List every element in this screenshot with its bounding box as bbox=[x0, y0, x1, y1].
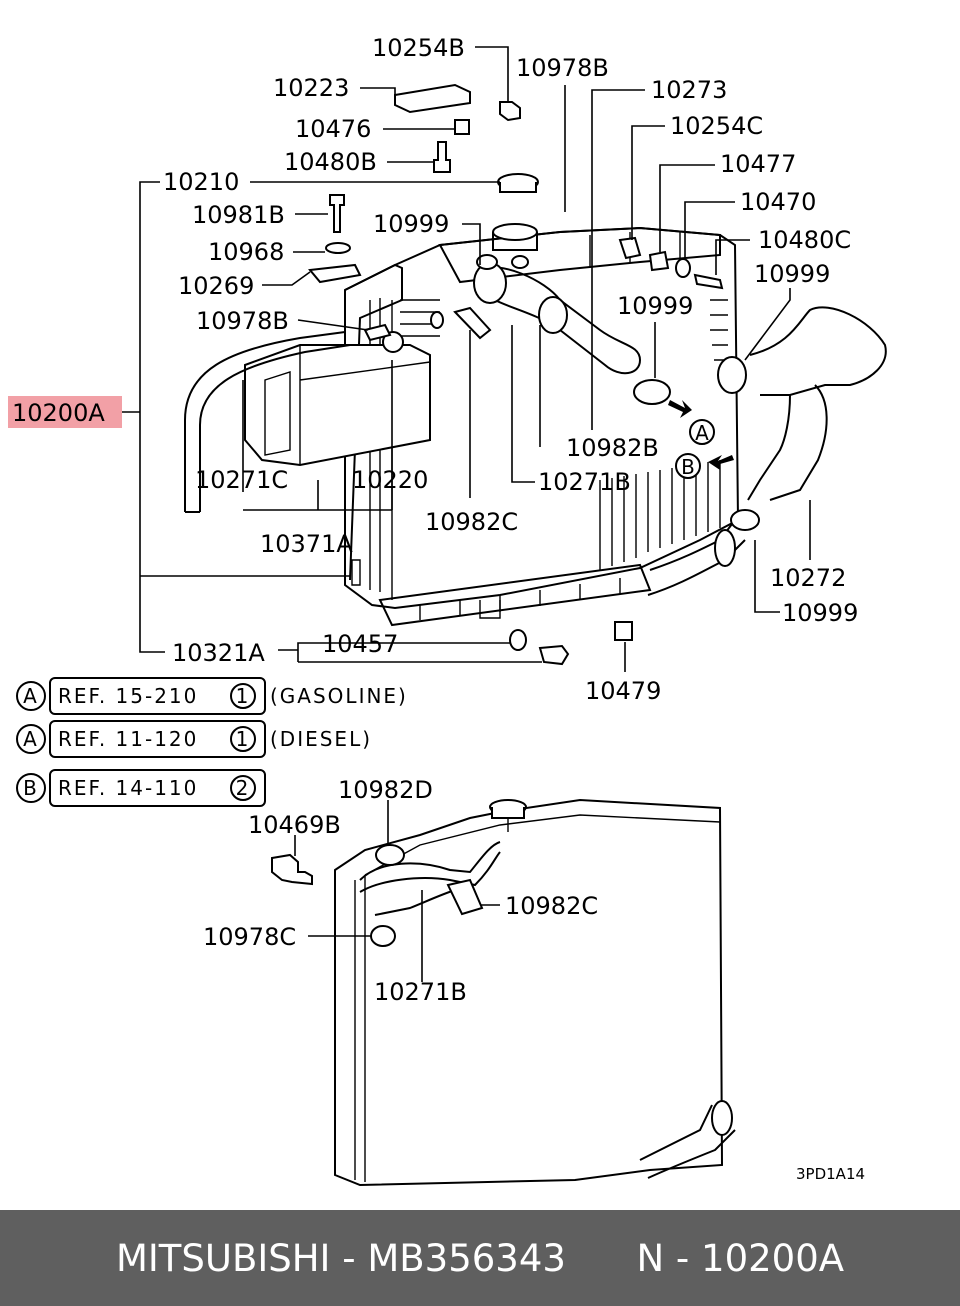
label-10271B: 10271B bbox=[538, 468, 631, 496]
label-10999-d: 10999 bbox=[782, 599, 858, 627]
lower-hose-right bbox=[647, 306, 887, 596]
leader-lines-lower bbox=[294, 800, 500, 982]
hardware bbox=[308, 83, 724, 666]
ref-row-1-note: (GASOLINE) bbox=[270, 684, 408, 708]
label-10269: 10269 bbox=[178, 272, 254, 300]
label-10273: 10273 bbox=[651, 76, 727, 104]
ref-row-1-text: REF. 15-210 bbox=[58, 684, 198, 708]
label-10978C: 10978C bbox=[203, 923, 296, 951]
leader-lines bbox=[122, 46, 811, 672]
label-10982B: 10982B bbox=[566, 434, 659, 462]
footer-ref-number: 10200A bbox=[701, 1236, 845, 1280]
parts-diagram: A B 10254B 10978B 1022 bbox=[8, 34, 887, 1187]
label-10981B: 10981B bbox=[192, 201, 285, 229]
label-10470: 10470 bbox=[740, 188, 816, 216]
highlight-10200A bbox=[8, 396, 122, 428]
label-10999-a: 10999 bbox=[373, 210, 449, 238]
label-10982D: 10982D bbox=[338, 776, 433, 804]
callout-b-text: B bbox=[681, 455, 695, 479]
overflow-hose bbox=[184, 331, 351, 512]
footer-brand: MITSUBISHI bbox=[115, 1236, 331, 1280]
footer-bar: MITSUBISHI - MB356343 N - 10200A bbox=[0, 1210, 960, 1306]
diagram-code: 3PD1A14 bbox=[796, 1165, 865, 1183]
footer-sep-1: - bbox=[330, 1236, 368, 1280]
label-10469B: 10469B bbox=[248, 811, 341, 839]
label-10982C: 10982C bbox=[425, 508, 518, 536]
label-10220: 10220 bbox=[352, 466, 428, 494]
ref-row-2-text: REF. 11-120 bbox=[58, 727, 198, 751]
ref-row-3-marker: B bbox=[23, 776, 39, 800]
footer-gap bbox=[566, 1237, 637, 1280]
ref-row-2-note: (DIESEL) bbox=[270, 727, 372, 751]
label-10968: 10968 bbox=[208, 238, 284, 266]
callout-b: B bbox=[675, 453, 701, 479]
label-10210: 10210 bbox=[163, 168, 239, 196]
label-10479: 10479 bbox=[585, 677, 661, 705]
ref-row-3-text: REF. 14-110 bbox=[58, 776, 198, 800]
ref-row-3-num: 2 bbox=[236, 776, 251, 800]
label-10200A: 10200A bbox=[12, 399, 105, 427]
ref-row-2: A REF. 11-120 1 (DIESEL) bbox=[16, 720, 372, 758]
upper-hose bbox=[473, 262, 642, 375]
label-10371A: 10371A bbox=[260, 530, 353, 558]
ref-row-1: A REF. 15-210 1 (GASOLINE) bbox=[16, 677, 408, 715]
clamps bbox=[476, 254, 760, 531]
footer-part-number: MB356343 bbox=[367, 1236, 566, 1280]
footer-sep-2: - bbox=[664, 1236, 702, 1280]
ref-row-1-marker: A bbox=[23, 684, 39, 708]
label-10480C: 10480C bbox=[758, 226, 851, 254]
label-10271C: 10271C bbox=[195, 466, 288, 494]
label-10480B: 10480B bbox=[284, 148, 377, 176]
label-10321A: 10321A bbox=[172, 639, 265, 667]
label-10271B-lower: 10271B bbox=[374, 978, 467, 1006]
flow-arrows bbox=[668, 400, 734, 470]
ref-row-2-num: 1 bbox=[236, 727, 251, 751]
label-10272: 10272 bbox=[770, 564, 846, 592]
label-10476: 10476 bbox=[295, 115, 371, 143]
label-10223: 10223 bbox=[273, 74, 349, 102]
reserve-tank bbox=[244, 331, 431, 467]
callout-a: A bbox=[689, 419, 715, 445]
callout-a-text: A bbox=[695, 421, 709, 445]
label-10978B-lower: 10978B bbox=[196, 307, 289, 335]
ref-row-2-marker: A bbox=[23, 727, 39, 751]
label-10477: 10477 bbox=[720, 150, 796, 178]
label-10982C-lower: 10982C bbox=[505, 892, 598, 920]
radiator-lower bbox=[271, 798, 736, 1187]
label-10254C: 10254C bbox=[670, 112, 763, 140]
label-10978B: 10978B bbox=[516, 54, 609, 82]
label-10254B: 10254B bbox=[372, 34, 465, 62]
label-10999-c: 10999 bbox=[617, 292, 693, 320]
footer-n-label: N bbox=[636, 1236, 665, 1280]
radiator-cap-upper bbox=[492, 173, 539, 251]
label-10457: 10457 bbox=[322, 630, 398, 658]
ref-row-1-num: 1 bbox=[236, 684, 251, 708]
ref-row-3: B REF. 14-110 2 bbox=[16, 769, 266, 807]
label-10999-b: 10999 bbox=[754, 260, 830, 288]
